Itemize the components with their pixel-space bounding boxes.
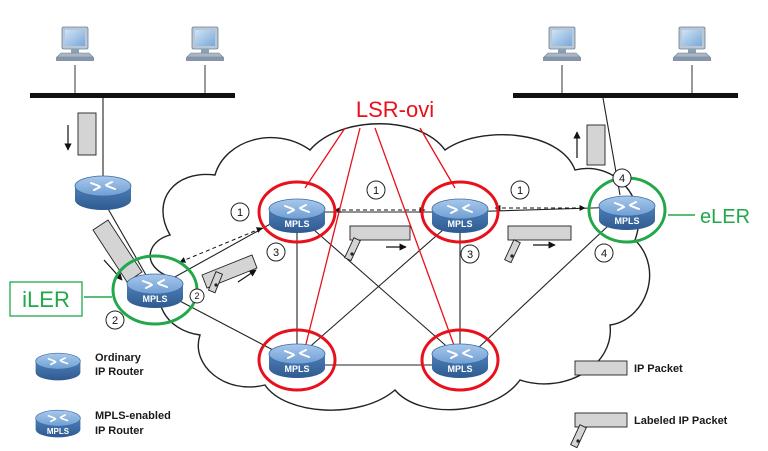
svg-text:4: 4 xyxy=(619,173,625,185)
svg-text:MPLS: MPLS xyxy=(447,364,472,374)
mpls-router-lsr: MPLS xyxy=(268,198,326,234)
svg-text:4: 4 xyxy=(601,248,607,260)
step-marker: 3 xyxy=(266,242,286,262)
legend-ip-packet: IP Packet xyxy=(634,363,683,375)
svg-text:2: 2 xyxy=(194,291,199,301)
svg-text:1: 1 xyxy=(237,207,243,219)
step-marker: 4 xyxy=(612,168,632,188)
ordinary-router-icon xyxy=(74,175,132,211)
iler-label: iLER xyxy=(22,287,70,312)
lan-bar-right xyxy=(513,93,738,98)
computer-icon xyxy=(542,26,582,62)
legend-labeled-packet-swatch xyxy=(574,412,628,428)
flow-arrows xyxy=(64,125,581,283)
legend-ordinary-line2: IP Router xyxy=(95,366,144,378)
mpls-router-iler: MPLS xyxy=(126,273,184,309)
svg-text:MPLS: MPLS xyxy=(614,216,639,226)
step-marker: 2 xyxy=(105,310,125,330)
eler-label: eLER xyxy=(700,206,750,228)
step-marker: 1 xyxy=(510,180,530,200)
svg-text:MPLS: MPLS xyxy=(142,294,167,304)
labeled-ip-packet xyxy=(344,225,411,262)
computer-icon xyxy=(185,26,225,62)
legend-mpls-line2: IP Router xyxy=(95,425,144,437)
step-marker: 2 xyxy=(189,288,205,304)
lsr-highlight-rings xyxy=(257,180,500,392)
computer-icon xyxy=(55,26,95,62)
svg-text:3: 3 xyxy=(273,247,279,259)
step-marker: 1 xyxy=(366,180,386,200)
legend-ordinary-router-icon xyxy=(34,352,82,382)
legend-ordinary-line1: Ordinary xyxy=(95,352,142,364)
mpls-router-lsr: MPLS xyxy=(431,198,489,234)
mpls-router-lsr: MPLS xyxy=(268,343,326,379)
ip-packet xyxy=(77,112,97,156)
ip-packet xyxy=(92,219,143,283)
legend-ip-packet-swatch xyxy=(574,360,628,376)
svg-text:MPLS: MPLS xyxy=(47,427,70,436)
lsr-pointer-lines xyxy=(304,127,456,349)
step-marker: 4 xyxy=(594,243,614,263)
computer-icon xyxy=(672,26,712,62)
labeled-ip-packet xyxy=(504,225,572,264)
labeled-ip-packet xyxy=(201,254,258,294)
svg-text:MPLS: MPLS xyxy=(284,364,309,374)
legend-mpls-line1: MPLS-enabled xyxy=(95,410,171,422)
iler-label-box xyxy=(9,281,83,317)
lan-bar-left xyxy=(30,93,235,98)
ip-packet xyxy=(586,124,606,166)
legend-mpls-router-icon: MPLS xyxy=(34,409,82,439)
step-marker: 3 xyxy=(460,244,480,264)
svg-text:1: 1 xyxy=(373,185,379,197)
mpls-router-lsr: MPLS xyxy=(431,343,489,379)
lsp-dashed-arrows xyxy=(179,205,586,263)
legend: Ordinary IP Router MPLS MPLS-enabled IP … xyxy=(34,352,728,449)
mpls-router-eler: MPLS xyxy=(598,195,656,231)
svg-text:3: 3 xyxy=(467,249,473,261)
svg-text:MPLS: MPLS xyxy=(284,219,309,229)
svg-text:2: 2 xyxy=(112,315,118,327)
step-marker: 1 xyxy=(230,202,250,222)
legend-labeled-ip-packet: Labeled IP Packet xyxy=(634,415,728,427)
svg-text:1: 1 xyxy=(517,185,523,197)
svg-text:MPLS: MPLS xyxy=(447,219,472,229)
lsr-label: LSR-ovi xyxy=(356,97,434,122)
